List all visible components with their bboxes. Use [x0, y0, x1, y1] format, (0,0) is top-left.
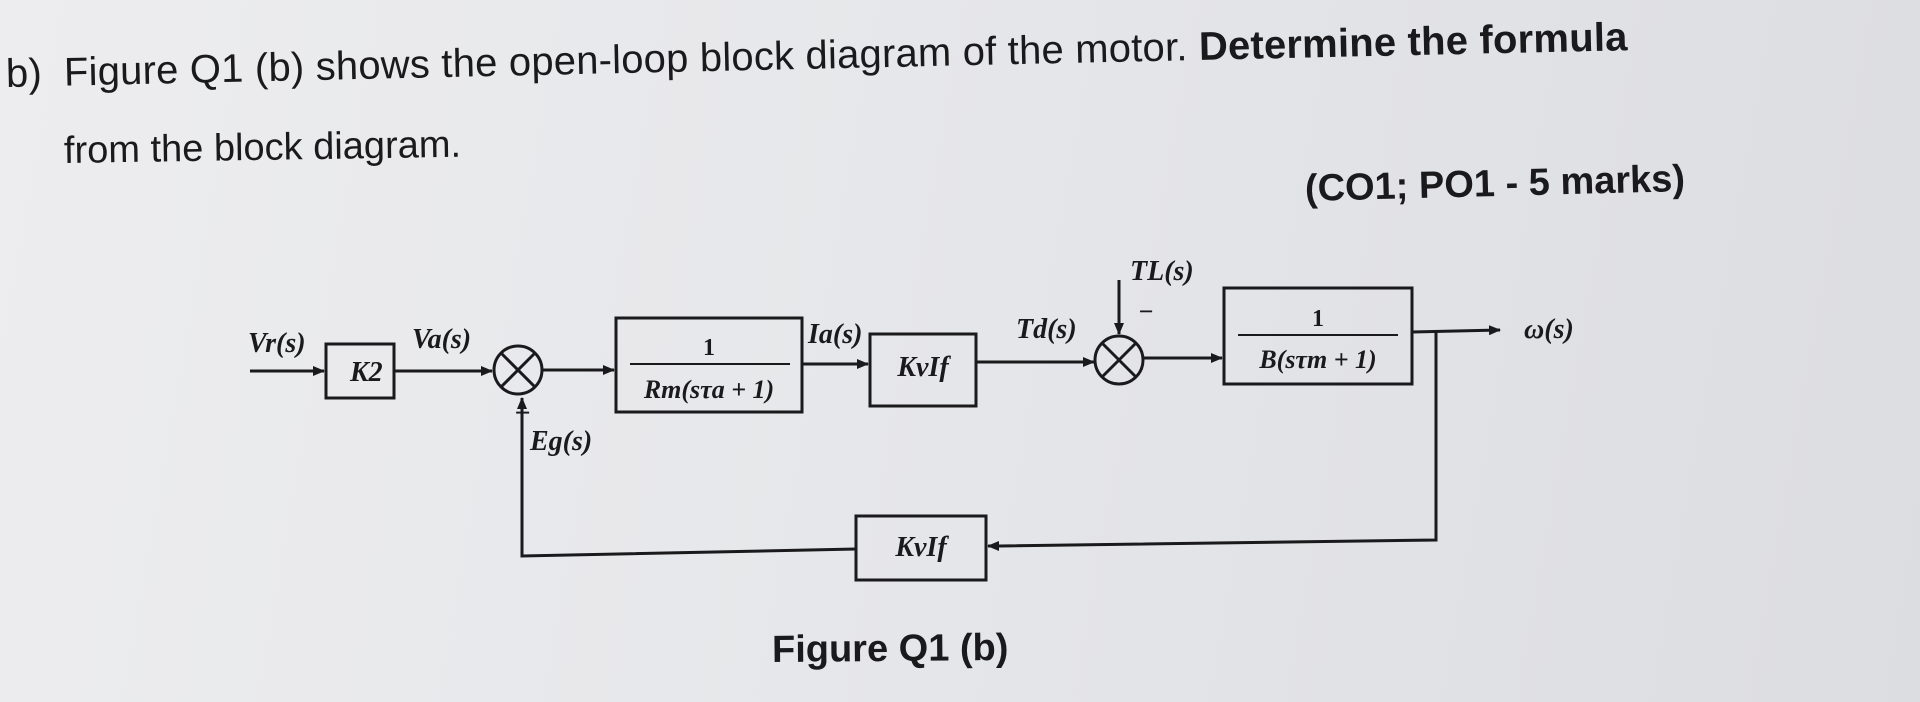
summing-junction-1	[492, 344, 544, 396]
load-sign: −	[1138, 297, 1154, 326]
after-gain-signal-label: Va(s)	[412, 324, 471, 355]
torque-gain-label: KvIf	[896, 352, 951, 383]
feedback-path-right	[999, 331, 1438, 548]
output-arrow	[1411, 325, 1501, 336]
armature-denominator: Rm(sτa + 1)	[643, 375, 774, 404]
feedback-gain-label: KvIf	[894, 532, 949, 563]
figure-caption: Figure Q1 (b)	[771, 626, 1009, 672]
load-signal-label: TL(s)	[1130, 256, 1194, 287]
torque-gain-block	[868, 332, 978, 408]
feedback-gain-block	[854, 514, 988, 582]
torque-signal-label: Td(s)	[1016, 314, 1077, 345]
mechanical-numerator: 1	[1312, 306, 1324, 332]
armature-numerator: 1	[703, 335, 715, 361]
feedback-signal-label: Eg(s)	[529, 426, 592, 457]
mechanical-block	[1222, 286, 1414, 386]
mechanical-denominator: B(sτm + 1)	[1258, 345, 1376, 374]
summing-junction-2	[1093, 334, 1145, 386]
feedback-path-left	[520, 406, 857, 558]
input-signal-label: Vr(s)	[248, 328, 306, 359]
output-signal-label: ω(s)	[1524, 314, 1574, 345]
current-signal-label: Ia(s)	[807, 319, 862, 350]
gain-block-label: K2	[349, 357, 383, 388]
feedback-sign-1: −	[514, 398, 531, 429]
